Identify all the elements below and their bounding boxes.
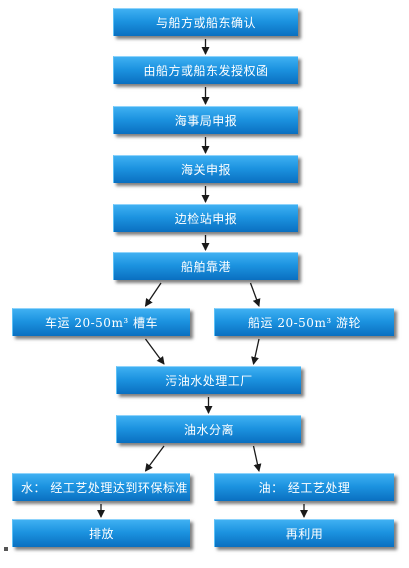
arrow-berthing-to-ship-transport (249, 282, 261, 307)
node-maritime: 海事局申报 (113, 106, 298, 134)
node-water-treatment-label: 水： 经工艺处理达到环保标准 (21, 481, 188, 495)
node-authorization: 由船方或船东发授权函 (113, 56, 298, 84)
node-reuse-label: 再利用 (285, 527, 324, 541)
arrow-separation-to-oil-treatment (252, 445, 262, 472)
node-berthing-label: 船舶靠港 (180, 260, 231, 274)
node-plant: 污油水处理工厂 (116, 366, 301, 394)
node-authorization-label: 由船方或船东发授权函 (143, 64, 269, 78)
node-plant-label: 污油水处理工厂 (165, 374, 253, 388)
node-border-label: 边检站申报 (174, 212, 238, 226)
node-vehicle-transport-label: 车运 20-50m³ 槽车 (45, 316, 158, 330)
arrow-ship-transport-to-plant (251, 338, 260, 365)
node-ship-transport-label: 船运 20-50m³ 游轮 (248, 316, 361, 330)
node-separation: 油水分离 (116, 415, 301, 443)
node-discharge-label: 排放 (88, 527, 114, 541)
node-oil-treatment: 油： 经工艺处理 (214, 473, 394, 501)
arrow-separation-to-water-treatment (144, 445, 165, 472)
node-customs-label: 海关申报 (180, 163, 231, 177)
node-vehicle-transport: 车运 20-50m³ 槽车 (12, 308, 190, 336)
node-maritime-label: 海事局申报 (174, 114, 238, 128)
node-water-treatment: 水： 经工艺处理达到环保标准 (12, 473, 190, 501)
corner-mark-icon (4, 547, 8, 551)
node-oil-treatment-label: 油： 经工艺处理 (258, 481, 351, 495)
node-confirm-label: 与船方或船东确认 (155, 16, 256, 30)
arrow-vehicle-transport-to-plant (144, 338, 165, 365)
node-berthing: 船舶靠港 (113, 252, 298, 280)
node-reuse: 再利用 (214, 519, 394, 547)
node-confirm: 与船方或船东确认 (113, 8, 298, 36)
arrow-berthing-to-vehicle-transport (144, 282, 162, 307)
node-separation-label: 油水分离 (183, 423, 234, 437)
node-border: 边检站申报 (113, 204, 298, 232)
node-discharge: 排放 (12, 519, 190, 547)
node-customs: 海关申报 (113, 155, 298, 183)
node-ship-transport: 船运 20-50m³ 游轮 (214, 308, 394, 336)
